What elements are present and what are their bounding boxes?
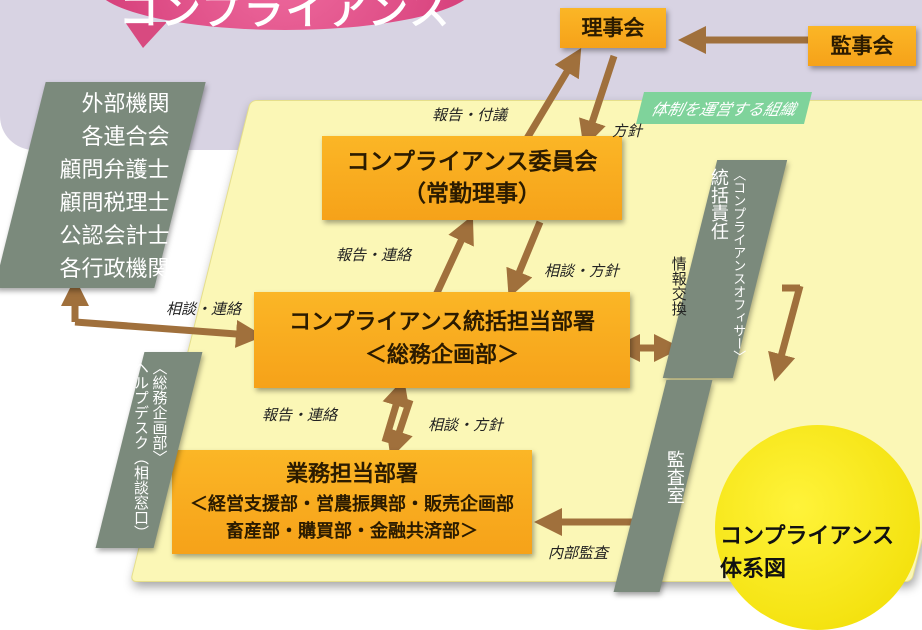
committee-title: コンプライアンス委員会 bbox=[346, 149, 598, 175]
info-exchange-wrap: 情報交換 bbox=[669, 256, 688, 336]
arrow-board-to-committee bbox=[579, 54, 618, 149]
caption-line-1: コンプライアンス bbox=[720, 524, 895, 549]
audit-office-wrap: 監査室 bbox=[651, 380, 697, 504]
title-bubble-tail bbox=[125, 22, 167, 48]
diagram-caption: コンプライアンス 体系図 bbox=[720, 520, 894, 586]
caption-circle bbox=[715, 425, 920, 630]
officer-text: 統括責任 〈コンプライアンスオフィサー〉 bbox=[691, 160, 761, 368]
arrow-general-to-business bbox=[386, 398, 414, 459]
helpdesk-title: ヘルプデスク（相談窓口） bbox=[131, 360, 150, 540]
general-dept-title: コンプライアンス統括担当部署 bbox=[288, 310, 596, 335]
banner-title: コンプライアンス bbox=[118, 0, 452, 34]
caption-line-2: 体系図 bbox=[720, 557, 787, 582]
helpdesk-text: ヘルプデスク（相談窓口） 〈総務企画部〉 bbox=[121, 352, 179, 540]
label-info-exchange: 情報交換 bbox=[669, 256, 688, 316]
arrow-dept-to-committee bbox=[432, 215, 474, 297]
external-item: 顧問弁護士 bbox=[59, 158, 170, 183]
board-node: 理事会 bbox=[560, 8, 666, 48]
label-report-proposal: 報告・付議 bbox=[432, 106, 508, 124]
external-agencies-box: 外部機関 各連合会 顧問弁護士 顧問税理士 公認会計士 各行政機関 bbox=[0, 82, 206, 288]
auditors-node: 監事会 bbox=[808, 26, 916, 66]
arrow-committee-to-board bbox=[516, 47, 582, 152]
committee-subtitle: （常勤理事） bbox=[403, 181, 541, 208]
label-policy: 方針 bbox=[612, 122, 643, 140]
organization-badge: 体制を運営する組織 bbox=[636, 92, 813, 124]
audit-office-title: 監査室 bbox=[663, 450, 685, 504]
compliance-general-dept-node: コンプライアンス統括担当部署 ＜総務企画部＞ bbox=[254, 292, 630, 388]
label-report-contact-upper: 報告・連絡 bbox=[336, 246, 412, 264]
compliance-committee-node: コンプライアンス委員会 （常勤理事） bbox=[322, 136, 622, 220]
general-dept-subtitle: ＜総務企画部＞ bbox=[364, 343, 519, 368]
arrow-committee-to-dept bbox=[506, 220, 544, 298]
business-dept-line-3: 畜産部・購買部・金融共済部＞ bbox=[226, 521, 478, 542]
external-item: 顧問税理士 bbox=[59, 191, 170, 216]
officer-subtitle: 〈コンプライアンスオフィサー〉 bbox=[730, 168, 746, 363]
external-item: 外部機関 bbox=[81, 92, 170, 117]
external-item: 各行政機関 bbox=[59, 257, 170, 282]
label-report-contact-lower: 報告・連絡 bbox=[262, 406, 338, 424]
arrow-external-dept-h bbox=[74, 318, 264, 348]
business-dept-title: 業務担当部署 bbox=[285, 462, 418, 487]
external-item: 公認会計士 bbox=[59, 224, 170, 249]
label-consult-policy-lower: 相談・方針 bbox=[428, 416, 504, 434]
label-consult-contact: 相談・連絡 bbox=[166, 300, 242, 318]
arrow-officer-to-audit-down bbox=[768, 285, 804, 382]
external-item: 各連合会 bbox=[81, 125, 170, 150]
label-consult-policy-upper: 相談・方針 bbox=[544, 262, 620, 280]
business-dept-node: 業務担当部署 ＜経営支援部・営農振興部・販売企画部 畜産部・購買部・金融共済部＞ bbox=[172, 450, 532, 554]
external-agencies-list: 外部機関 各連合会 顧問弁護士 顧問税理士 公認会計士 各行政機関 bbox=[20, 82, 180, 292]
label-internal-audit: 内部監査 bbox=[548, 544, 609, 562]
business-dept-line-2: ＜経営支援部・営農振興部・販売企画部 bbox=[190, 494, 514, 515]
helpdesk-subtitle: 〈総務企画部〉 bbox=[150, 360, 169, 465]
officer-title: 統括責任 bbox=[707, 168, 729, 240]
